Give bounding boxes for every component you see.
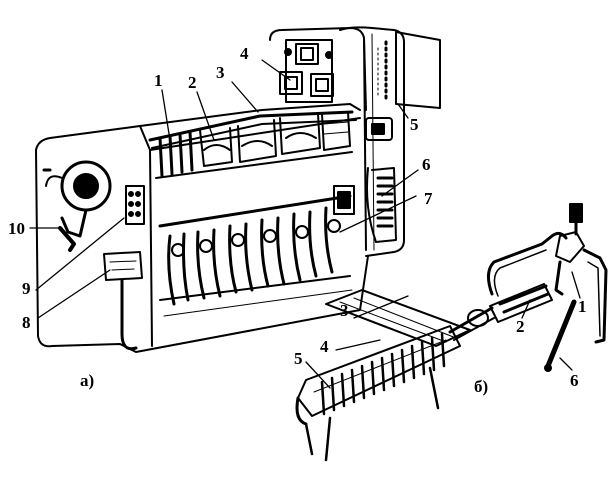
panel-b-caption: б) <box>474 378 488 395</box>
callout-b-5: 5 <box>294 350 303 367</box>
panel-a-machine <box>30 27 440 352</box>
callout-a-5: 5 <box>410 116 419 133</box>
callout-a-4: 4 <box>240 45 249 62</box>
callout-b-3: 3 <box>340 302 349 319</box>
callout-b-1: 1 <box>578 298 587 315</box>
callout-b-6: 6 <box>570 372 579 389</box>
callout-a-3: 3 <box>216 64 225 81</box>
callout-a-8: 8 <box>22 314 31 331</box>
callout-a-6: 6 <box>422 156 431 173</box>
callout-b-2: 2 <box>516 318 525 335</box>
callout-a-9: 9 <box>22 280 31 297</box>
main-body <box>36 104 368 352</box>
rear-cabinet <box>270 27 440 256</box>
callout-a-10: 10 <box>8 220 25 237</box>
callout-a-1: 1 <box>154 72 163 89</box>
callout-a-7: 7 <box>424 190 433 207</box>
panel-a-caption: а) <box>80 372 94 389</box>
panel-b-assembly <box>297 204 606 460</box>
callout-b-4: 4 <box>320 338 329 355</box>
callout-a-2: 2 <box>188 74 197 91</box>
